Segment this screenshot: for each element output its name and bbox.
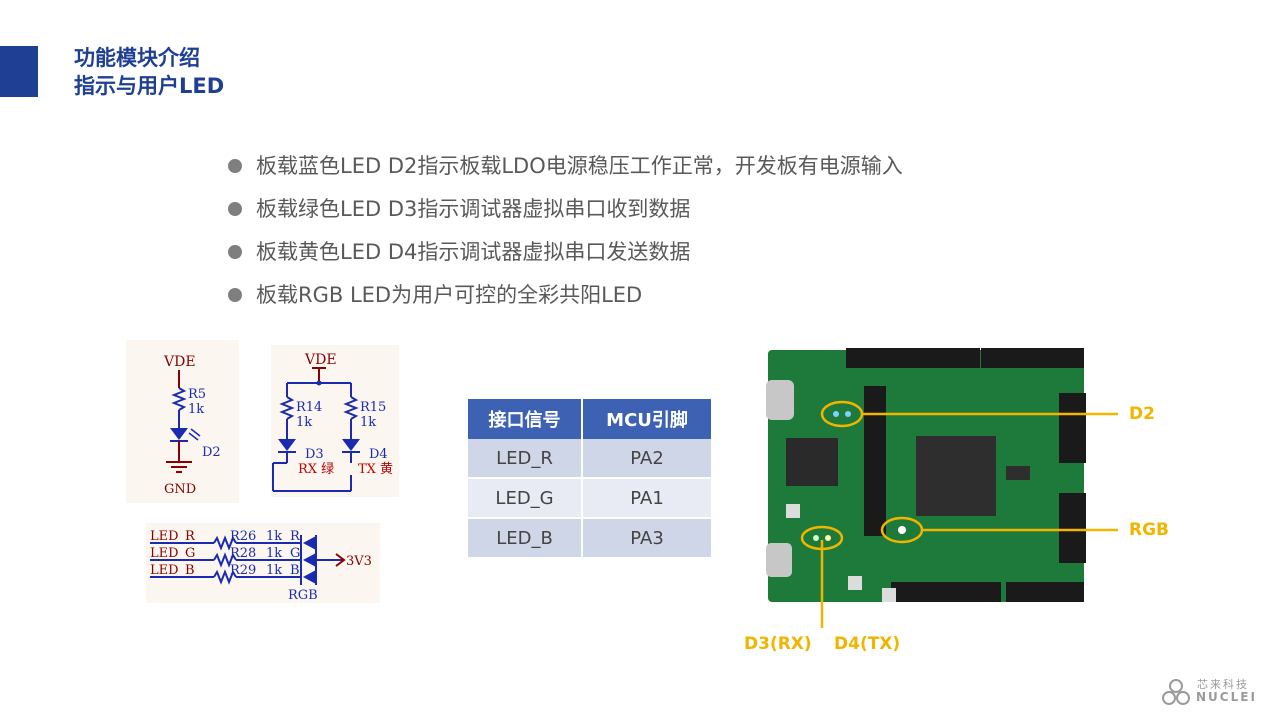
signal-cell: LED_B	[468, 518, 584, 559]
bullet-dot-icon	[228, 202, 242, 216]
header-bottom-left	[891, 582, 1001, 602]
pin-r-label: R	[290, 529, 301, 544]
logo-cn-text: 芯来科技	[1197, 678, 1249, 691]
resistor-1-label: R14	[296, 400, 322, 415]
nuclei-logo-icon	[1162, 679, 1190, 705]
led-icon	[170, 428, 188, 440]
led-d3-label: D3	[305, 447, 324, 462]
resistor-r28-value: 1k	[266, 546, 282, 561]
bullet-item: 板载RGB LED为用户可控的全彩共阳LED	[228, 275, 903, 318]
resistor-1-value: 1k	[296, 415, 312, 430]
resistor-r29-value: 1k	[266, 563, 282, 578]
mcu-chip	[916, 436, 996, 516]
net-r-label: LED_R	[150, 529, 196, 544]
column-header: 接口信号	[468, 399, 584, 439]
schematic-d3-d4: VDE R14 1k R15 1k D3 D4 RX 绿 TX 黄	[271, 345, 399, 497]
button-icon	[786, 504, 800, 518]
pin-b-label: B	[290, 563, 300, 578]
header-top-left	[846, 348, 980, 368]
pin-cell: PA1	[582, 478, 711, 519]
pin-cell: PA2	[582, 439, 711, 479]
led-label: D2	[202, 445, 221, 460]
rgb-callout-label: RGB	[1129, 520, 1170, 540]
header-right-upper	[1059, 393, 1086, 463]
header-bottom-right	[1006, 582, 1084, 602]
led-d4-icon	[342, 439, 360, 451]
signal-table: 接口信号 MCU引脚 LED_R PA2 LED_G PA1 LED_B PA3	[468, 399, 711, 559]
bullet-item: 板载绿色LED D3指示调试器虚拟串口收到数据	[228, 189, 903, 232]
debugger-chip	[786, 438, 838, 486]
resistor-2-value: 1k	[360, 415, 376, 430]
bullet-dot-icon	[228, 245, 242, 259]
resistor-value: 1k	[188, 402, 204, 417]
header-center	[864, 386, 886, 536]
d3-callout-label: D3(RX)	[744, 634, 812, 654]
wakeup-button	[882, 588, 896, 602]
table-row: LED_B PA3	[468, 518, 711, 559]
d4-callout-label: D4(TX)	[834, 634, 901, 654]
schematic-rgb: LED_R LED_G LED_B R26 R28 R29 1k 1k 1k R…	[146, 523, 380, 603]
slide-title: 功能模块介绍 指示与用户LED	[74, 44, 224, 100]
pin-g-label: G	[290, 546, 300, 561]
signal-cell: LED_R	[468, 439, 584, 479]
resistor-label: R5	[188, 387, 206, 402]
usb-otg-connector	[766, 543, 792, 577]
usb-c-connector	[766, 380, 794, 420]
resistor-r28-label: R28	[230, 546, 256, 561]
resistor-r29-label: R29	[230, 563, 256, 578]
supply-label: VDE	[163, 354, 196, 370]
boot-switch	[1006, 466, 1030, 480]
net-g-label: LED_G	[150, 546, 195, 561]
supply-label: VDE	[304, 352, 337, 368]
net-b-label: LED_B	[150, 563, 195, 578]
signal-cell: LED_G	[468, 478, 584, 519]
column-header: MCU引脚	[582, 399, 711, 439]
supply-label: 3V3	[346, 554, 372, 569]
led-d3-icon	[278, 439, 296, 451]
rgb-led-icon	[303, 536, 316, 550]
bullet-item: 板载黄色LED D4指示调试器虚拟串口发送数据	[228, 232, 903, 275]
table-row: LED_G PA1	[468, 478, 711, 519]
table-row: LED_R PA2	[468, 439, 711, 479]
bullet-item: 板载蓝色LED D2指示板载LDO电源稳压工作正常，开发板有电源输入	[228, 146, 903, 189]
bullet-dot-icon	[228, 159, 242, 173]
header-right-lower	[1059, 493, 1086, 563]
resistor-r26-label: R26	[230, 529, 256, 544]
pin-cell: PA3	[582, 518, 711, 559]
title-line-2: 指示与用户LED	[74, 74, 225, 98]
logo-en-text: NUCLEI	[1196, 690, 1257, 704]
resistor-2-label: R15	[360, 400, 386, 415]
led-d4-label: D4	[369, 447, 388, 462]
bullet-list: 板载蓝色LED D2指示板载LDO电源稳压工作正常，开发板有电源输入 板载绿色L…	[228, 146, 903, 318]
bullet-dot-icon	[228, 288, 242, 302]
title-accent-bar	[0, 46, 38, 97]
resistor-r26-value: 1k	[266, 529, 282, 544]
schematic-d2: VDE R5 1k D2 GND	[126, 340, 239, 503]
reset-button	[848, 576, 862, 590]
part-label: RGB	[288, 588, 318, 603]
ground-label: GND	[164, 482, 196, 497]
header-top-right	[981, 348, 1084, 368]
title-line-1: 功能模块介绍	[74, 46, 200, 70]
led-d4-color: TX 黄	[358, 462, 393, 477]
d2-callout-label: D2	[1129, 404, 1155, 424]
led-d3-color: RX 绿	[298, 462, 334, 477]
